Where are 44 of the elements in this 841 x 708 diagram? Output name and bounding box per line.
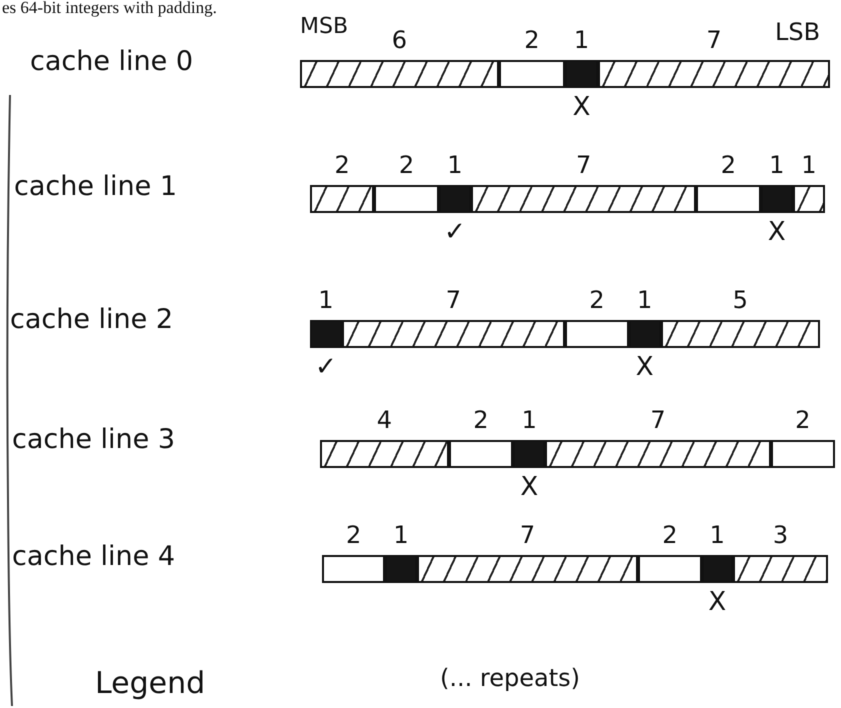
- byte-count: 2: [334, 151, 350, 179]
- row-label: cache line 0: [30, 46, 194, 77]
- row-label: cache line 3: [12, 424, 176, 455]
- byte-count: 5: [732, 286, 748, 314]
- byte-count: 2: [524, 26, 540, 54]
- row-label: cache line 2: [10, 304, 174, 335]
- byte-count: 7: [446, 286, 462, 314]
- byte-count: 1: [318, 286, 334, 314]
- byte-count: 2: [720, 151, 736, 179]
- lsb-label: LSB: [775, 18, 820, 46]
- access-mark: X: [572, 92, 590, 122]
- note-text: (... repeats): [440, 664, 580, 692]
- byte-count: 7: [576, 151, 592, 179]
- byte-count: 1: [574, 26, 590, 54]
- byte-count: 3: [772, 521, 788, 549]
- access-mark: ✓: [444, 217, 466, 247]
- byte-count: 2: [795, 406, 810, 434]
- row-label: cache line 4: [12, 541, 176, 572]
- byte-count: 1: [393, 521, 409, 549]
- access-mark: X: [520, 472, 538, 502]
- access-mark: X: [708, 587, 726, 617]
- access-mark: X: [768, 217, 786, 247]
- byte-count: 2: [346, 521, 362, 549]
- byte-count: 1: [447, 151, 462, 179]
- byte-count: 4: [376, 406, 392, 434]
- byte-count: 2: [473, 406, 489, 434]
- byte-count: 1: [522, 406, 537, 434]
- access-mark: ✓: [315, 352, 337, 382]
- byte-count: 2: [398, 151, 414, 179]
- legend-heading: Legend: [95, 666, 206, 701]
- byte-count: 2: [662, 521, 678, 549]
- caption-text: es 64-bit integers with padding.: [2, 0, 217, 18]
- byte-count: 1: [769, 151, 784, 179]
- byte-count: 6: [392, 26, 408, 54]
- access-mark: X: [636, 352, 654, 382]
- byte-count: 2: [589, 286, 605, 314]
- byte-count: 7: [706, 26, 722, 54]
- byte-count: 1: [801, 151, 817, 179]
- row-label: cache line 1: [14, 171, 178, 202]
- byte-count: 1: [710, 521, 725, 549]
- byte-count: 1: [637, 286, 652, 314]
- msb-label: MSB: [300, 14, 348, 39]
- byte-count: 7: [650, 406, 666, 434]
- byte-count: 7: [520, 521, 536, 549]
